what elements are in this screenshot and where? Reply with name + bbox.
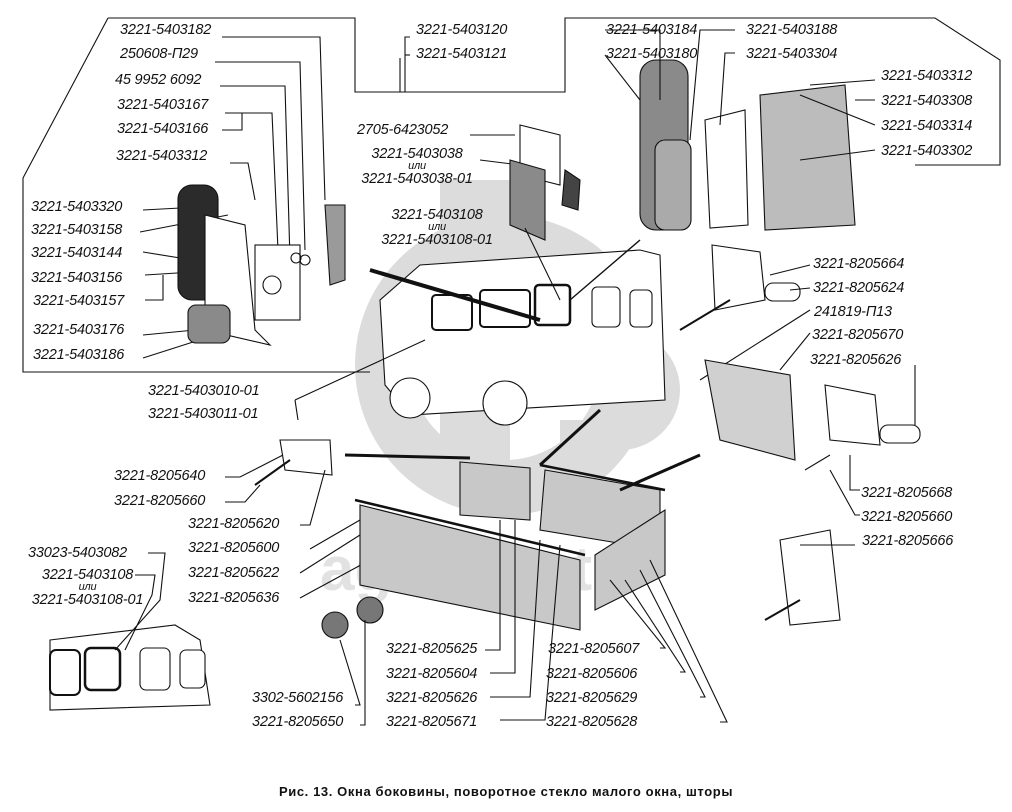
part-label: 241819-П13 (814, 304, 892, 320)
part-label: 3221-8205664 (813, 256, 905, 272)
part-label: 3221-5403312 (116, 148, 208, 164)
part-label: 3221-8205628 (546, 714, 638, 730)
part-label: 3221-8205624 (813, 280, 905, 296)
part-label-with-alternative: 3221-5403108 или 3221-5403108-01 (25, 567, 150, 608)
part-label: 3221-5403108-01 (381, 232, 493, 248)
part-label: 3221-5403158 (31, 222, 123, 238)
part-label: 3221-5403156 (31, 270, 123, 286)
part-label: 3221-5403166 (117, 121, 209, 137)
part-label: 3221-5403188 (746, 22, 838, 38)
part-label: 3221-8205629 (546, 690, 638, 706)
part-label: 3221-5403186 (33, 347, 125, 363)
part-label: 3221-8205625 (386, 641, 478, 657)
or-word: или (78, 581, 97, 593)
part-label: 3221-5403108 (391, 207, 483, 223)
part-label: 3221-5403167 (117, 97, 209, 113)
part-label-with-alternative: 3221-5403038 или 3221-5403038-01 (357, 146, 477, 187)
part-label: 3221-5403320 (31, 199, 123, 215)
part-label: 3221-8205626 (386, 690, 478, 706)
part-label: 3221-5403302 (881, 143, 973, 159)
figure-caption: Рис. 13. Окна боковины, поворотное стекл… (278, 784, 734, 799)
part-label: 3221-8205671 (386, 714, 478, 730)
part-label: 3221-5403304 (746, 46, 838, 62)
part-label: 3221-8205666 (862, 533, 954, 549)
part-label: 3221-8205670 (812, 327, 904, 343)
part-label: 3221-5403314 (881, 118, 973, 134)
part-label: 3221-8205604 (386, 666, 478, 682)
rear-van-drawing (49, 624, 211, 711)
part-label: 3221-8205660 (114, 493, 206, 509)
part-label: 3302-5602156 (252, 690, 344, 706)
part-label: 3221-8205620 (188, 516, 280, 532)
part-label: 3221-5403011-01 (148, 406, 259, 422)
van-drawing (379, 249, 666, 426)
curtain-panels (354, 461, 666, 631)
part-label: 2705-6423052 (357, 122, 449, 138)
part-label-with-alternative: 3221-5403108 или 3221-5403108-01 (372, 207, 502, 248)
part-label: 3221-8205626 (810, 352, 902, 368)
part-label: 33023-5403082 (28, 545, 127, 561)
part-label: 3221-5403108 (41, 567, 134, 583)
part-label: 250608-П29 (120, 46, 198, 62)
part-label: 3221-5403121 (416, 46, 508, 62)
part-label: 3221-8205640 (114, 468, 206, 484)
part-label: 3221-5403182 (120, 22, 212, 38)
part-label: 3221-5403180 (606, 46, 698, 62)
part-label: 3221-5403184 (606, 22, 698, 38)
latch-knob (187, 304, 231, 344)
part-label: 3221-8205668 (861, 485, 953, 501)
part-label: 3221-5403144 (31, 245, 123, 261)
part-label: 3221-5403038 (371, 146, 463, 162)
frame-top-left (108, 17, 400, 93)
part-label: 3221-5403157 (33, 293, 125, 309)
part-label: 3221-8205606 (546, 666, 638, 682)
or-word: или (408, 160, 426, 172)
part-label: 3221-8205660 (861, 509, 953, 525)
part-label: 3221-8205636 (188, 590, 280, 606)
part-label: 3221-5403038-01 (361, 171, 473, 187)
part-label: 3221-5403312 (881, 68, 973, 84)
part-label: 3221-8205622 (188, 565, 280, 581)
part-label: 3221-5403010-01 (148, 383, 260, 399)
part-label: 3221-8205650 (252, 714, 344, 730)
part-label: 3221-5403176 (33, 322, 125, 338)
part-label: 3221-5403108-01 (31, 592, 144, 608)
part-label: 3221-5403308 (881, 93, 973, 109)
or-word: или (428, 221, 446, 233)
part-label: 45 9952 6092 (115, 72, 202, 88)
part-label: 3221-5403120 (416, 22, 508, 38)
part-label: 3221-8205600 (188, 540, 280, 556)
part-label: 3221-8205607 (548, 641, 640, 657)
